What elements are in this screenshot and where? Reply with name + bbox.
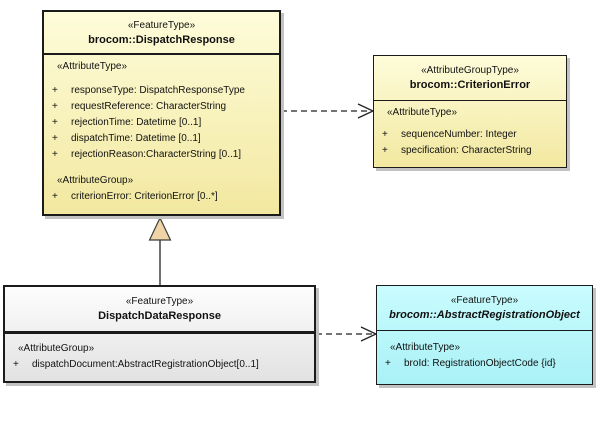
visibility-marker: + xyxy=(382,129,388,140)
attribute-text: responseType: DispatchResponseType xyxy=(71,85,245,96)
attribute-text: rejectionTime: Datetime [0..1] xyxy=(71,117,202,128)
class-dispatch-data-response[interactable]: «FeatureType» DispatchDataResponse «Attr… xyxy=(3,285,316,383)
attribute-row: + dispatchTime: Datetime [0..1] xyxy=(44,131,279,147)
generalization-triangle-icon xyxy=(148,216,172,241)
class-name: brocom::DispatchResponse xyxy=(88,33,235,46)
visibility-marker: + xyxy=(13,359,19,370)
attributes-compartment: «AttributeGroup» + dispatchDocument:Abst… xyxy=(5,334,314,373)
class-header: «FeatureType» brocom::DispatchResponse xyxy=(44,12,279,55)
attributes-compartment: «AttributeType» + sequenceNumber: Intege… xyxy=(374,101,566,159)
class-header: «AttributeGroupType» brocom::CriterionEr… xyxy=(374,56,566,101)
visibility-marker: + xyxy=(52,85,58,96)
attribute-text: requestReference: CharacterString xyxy=(71,101,227,112)
attribute-text: sequenceNumber: Integer xyxy=(401,129,517,140)
attribute-row: + broId: RegistrationObjectCode {id} xyxy=(377,356,592,372)
attribute-row: + rejectionReason:CharacterString [0..1] xyxy=(44,147,279,163)
stereotype-label: «FeatureType» xyxy=(125,296,194,307)
class-dispatch-response[interactable]: «FeatureType» brocom::DispatchResponse «… xyxy=(42,10,281,216)
generalization-connector[interactable] xyxy=(148,216,172,285)
visibility-marker: + xyxy=(52,191,58,202)
class-criterion-error[interactable]: «AttributeGroupType» brocom::CriterionEr… xyxy=(373,55,567,168)
visibility-marker: + xyxy=(52,117,58,128)
class-header: «FeatureType» brocom::AbstractRegistrati… xyxy=(377,286,592,331)
visibility-marker: + xyxy=(52,101,58,112)
attribute-row: + rejectionTime: Datetime [0..1] xyxy=(44,115,279,131)
dependency-connector-dispatch-document[interactable] xyxy=(316,326,378,342)
section-header: «AttributeGroup» xyxy=(18,343,95,354)
attribute-text: dispatchTime: Datetime [0..1] xyxy=(71,133,201,144)
attribute-text: dispatchDocument:AbstractRegistrationObj… xyxy=(32,359,259,370)
class-abstract-registration-object[interactable]: «FeatureType» brocom::AbstractRegistrati… xyxy=(376,285,593,385)
section-header: «AttributeGroup» xyxy=(57,175,134,186)
visibility-marker: + xyxy=(382,145,388,156)
stereotype-label: «FeatureType» xyxy=(450,295,519,306)
attribute-text: specification: CharacterString xyxy=(401,145,532,156)
attribute-text: broId: RegistrationObjectCode {id} xyxy=(404,358,556,369)
class-name: DispatchDataResponse xyxy=(98,310,221,322)
dependency-connector-criterion-error[interactable] xyxy=(281,103,375,119)
class-header: «FeatureType» DispatchDataResponse xyxy=(5,287,314,334)
attributes-compartment: «AttributeType» + broId: RegistrationObj… xyxy=(377,331,592,372)
attribute-row: + requestReference: CharacterString xyxy=(44,99,279,115)
stereotype-label: «FeatureType» xyxy=(127,19,196,31)
section-header: «AttributeType» xyxy=(387,107,458,118)
stereotype-label: «AttributeGroupType» xyxy=(421,65,519,76)
attribute-row: + sequenceNumber: Integer xyxy=(374,127,566,143)
section-header: «AttributeType» xyxy=(390,342,461,353)
attribute-row: + criterionError: CriterionError [0..*] xyxy=(44,189,279,205)
visibility-marker: + xyxy=(385,358,391,369)
attribute-row: + responseType: DispatchResponseType xyxy=(44,83,279,99)
attribute-text: rejectionReason:CharacterString [0..1] xyxy=(71,149,242,160)
visibility-marker: + xyxy=(52,133,58,144)
section-header: «AttributeType» xyxy=(57,61,128,72)
attribute-row: + dispatchDocument:AbstractRegistrationO… xyxy=(5,357,314,373)
visibility-marker: + xyxy=(52,149,58,160)
class-name: brocom::CriterionError xyxy=(409,79,531,91)
attributes-compartment: «AttributeType» + responseType: Dispatch… xyxy=(44,55,279,205)
attribute-row: + specification: CharacterString xyxy=(374,143,566,159)
attribute-text: criterionError: CriterionError [0..*] xyxy=(71,191,218,202)
class-name: brocom::AbstractRegistrationObject xyxy=(389,309,580,321)
